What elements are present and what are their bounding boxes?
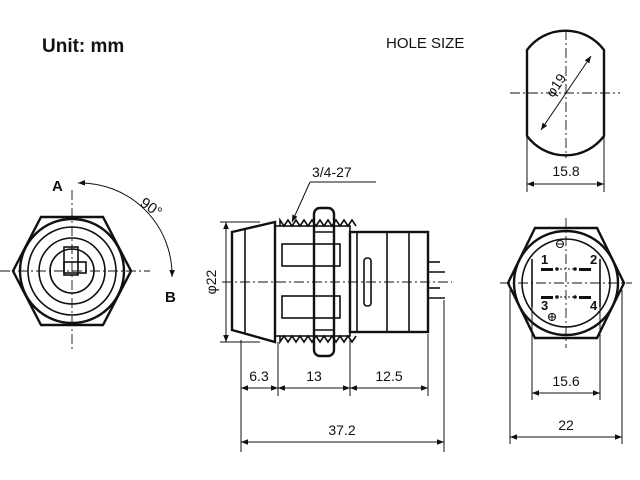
rear-inner-width: 15.6 [552, 373, 579, 389]
unit-label: Unit: mm [42, 36, 124, 57]
thread-spec: 3/4-27 [312, 164, 352, 180]
hole-width: 15.8 [552, 163, 579, 179]
dim-total: 37.2 [328, 422, 355, 438]
threaded-body [274, 225, 351, 337]
rotation-angle-arc [77, 180, 175, 278]
contact-dot-2 [573, 267, 577, 271]
terminal-4-contact [579, 296, 591, 299]
rear-outer-width: 22 [558, 417, 574, 433]
dim-thread: 13 [306, 368, 322, 384]
angle-label: 90° [137, 194, 165, 221]
contact-dot-1 [555, 267, 559, 271]
label-a: A [52, 178, 63, 195]
thread-top [279, 217, 357, 228]
hole-size-view: φ19 15.8 [510, 29, 620, 192]
contact-dot-3 [555, 295, 559, 299]
hole-diameter: φ19 [542, 70, 569, 100]
front-view: A B 90° [0, 178, 176, 352]
label-b: B [165, 289, 176, 306]
thread-window-bottom [281, 295, 341, 319]
pin-2: 2 [590, 252, 597, 267]
dim-body: 12.5 [375, 368, 402, 384]
rear-view: 1 2 3 4 15.6 22 [500, 218, 632, 444]
diameter-label: φ22 [203, 269, 219, 294]
terminal-1-contact [541, 268, 553, 271]
contact-dot-4 [573, 295, 577, 299]
rear-outer-ring [512, 229, 620, 337]
hole-diameter-dim [540, 55, 592, 131]
head-profile [230, 220, 277, 344]
dim-head: 6.3 [249, 368, 269, 384]
pin-1: 1 [541, 252, 548, 267]
terminal-2-contact [579, 268, 591, 271]
side-view: 3/4-27 φ22 6.3 13 12.5 37.2 [203, 164, 452, 452]
terminal-3-contact [541, 296, 553, 299]
rear-hex-outline [506, 226, 626, 340]
hole-size-label: HOLE SIZE [386, 35, 464, 52]
thread-window-top [281, 243, 341, 267]
pin-4: 4 [590, 298, 598, 313]
pin-3: 3 [541, 298, 548, 313]
thread-leader [291, 181, 311, 223]
thread-bottom [279, 334, 357, 345]
